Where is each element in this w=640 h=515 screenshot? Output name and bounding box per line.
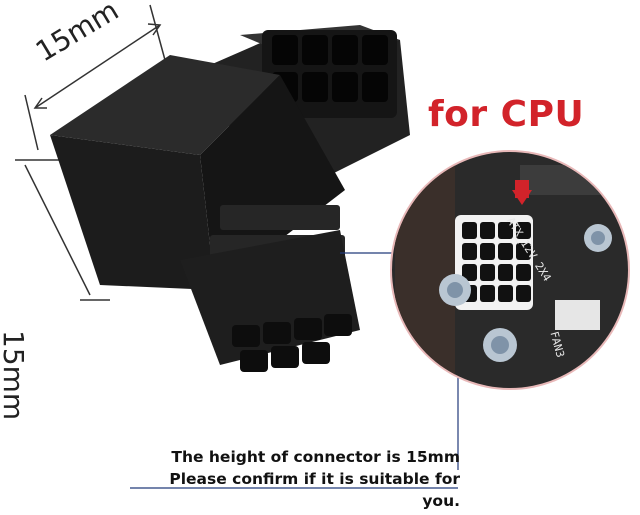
dimension-side (15, 159, 110, 301)
dimension-top (24, 4, 166, 151)
motherboard-closeup (390, 150, 630, 390)
side-dimension-label: 15mm (0, 330, 30, 421)
caption-line-1: The height of connector is 15mm (171, 448, 460, 466)
connector-body (50, 25, 410, 372)
callout-lines (130, 252, 459, 489)
caption-line-2: Please confirm if it is suitable for you… (169, 470, 460, 510)
caption: The height of connector is 15mm Please c… (130, 446, 460, 512)
headline-for-cpu: for CPU (428, 94, 585, 135)
